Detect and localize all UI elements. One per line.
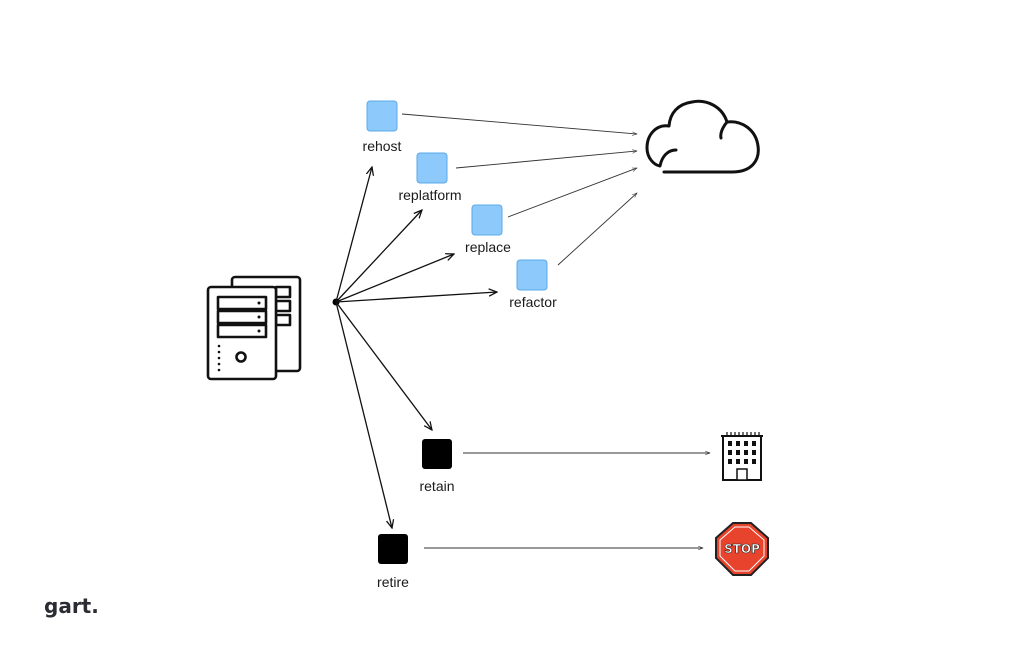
arrow-to-replace xyxy=(335,254,454,303)
node-label: rehost xyxy=(363,138,402,154)
node-square xyxy=(366,100,398,132)
arrow-to-retain xyxy=(335,301,432,430)
node-square xyxy=(378,534,408,564)
arrow-to-refactor xyxy=(335,292,497,303)
node-label: retire xyxy=(377,574,409,590)
target-arrows xyxy=(401,113,710,548)
arrow-replace-cloud xyxy=(507,167,637,218)
arrow-to-replatform xyxy=(335,210,422,303)
node-square xyxy=(516,259,548,291)
node-square xyxy=(416,152,448,184)
strategy-node-retire: retire xyxy=(377,534,409,590)
strategy-node-replatform: replatform xyxy=(398,152,462,203)
arrow-to-retire xyxy=(335,301,392,528)
strategy-node-refactor: refactor xyxy=(509,259,557,310)
node-label: refactor xyxy=(509,294,557,310)
arrow-refactor-cloud xyxy=(557,193,637,266)
office-building-icon xyxy=(721,432,763,481)
strategy-node-replace: replace xyxy=(465,204,511,255)
arrow-replatform-cloud xyxy=(455,151,637,169)
stop-sign-text: STOP xyxy=(724,542,760,556)
hub-arrows xyxy=(335,167,497,528)
server-icon xyxy=(206,275,302,381)
node-label: replatform xyxy=(398,187,461,203)
arrow-rehost-cloud xyxy=(401,113,637,134)
node-square xyxy=(471,204,503,236)
stop-sign-icon: STOP xyxy=(715,522,769,576)
node-square xyxy=(422,439,452,469)
strategy-node-rehost: rehost xyxy=(363,100,402,154)
node-label: replace xyxy=(465,239,511,255)
cloud-icon xyxy=(645,99,760,174)
strategy-node-retain: retain xyxy=(419,439,455,494)
arrow-to-rehost xyxy=(335,167,372,303)
node-label: retain xyxy=(419,478,454,494)
brand-logo: gart. xyxy=(44,594,99,618)
